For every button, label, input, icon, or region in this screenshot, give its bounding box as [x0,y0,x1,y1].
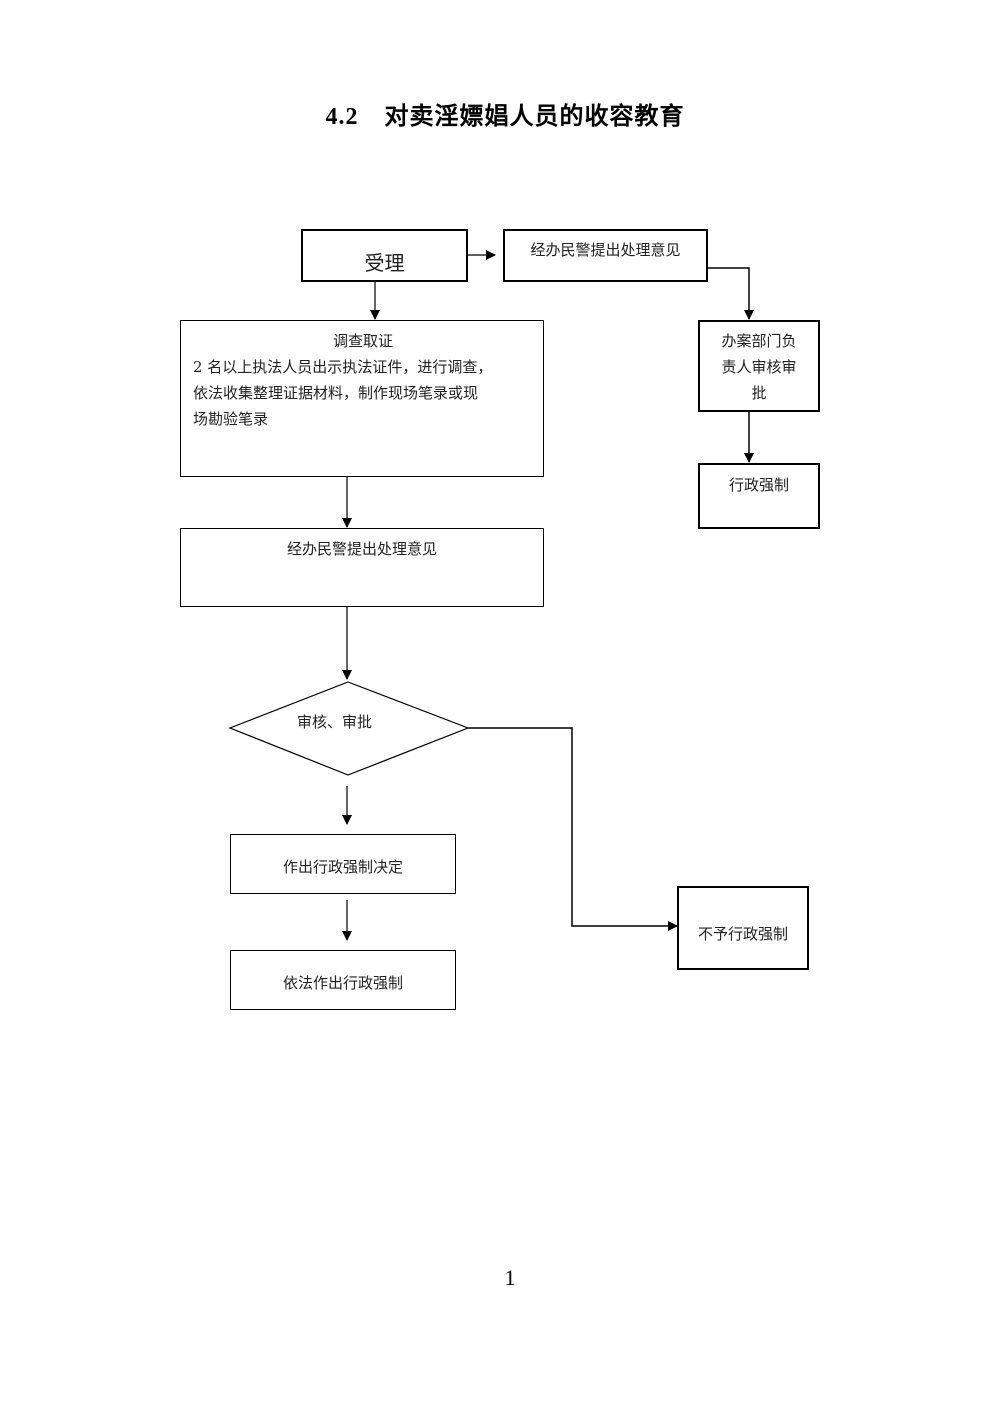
node-decision: 作出行政强制决定 [230,834,456,894]
node-investigation-line: 依法收集整理证据材料，制作现场笔录或现 [193,384,479,402]
node-investigation-line: 2 名以上执法人员出示执法证件，进行调查， [193,358,493,376]
node-officer-opinion-top-label: 经办民警提出处理意见 [530,241,681,259]
page-title: 4.2 对卖淫嫖娼人员的收容教育 [0,96,992,131]
node-accept-label: 受理 [364,251,405,275]
node-no-enforce: 不予行政强制 [677,886,809,970]
node-dept-review-line: 批 [751,384,767,402]
node-dept-review-line: 办案部门负 [721,332,797,350]
node-accept: 受理 [301,229,468,282]
node-decision-label: 作出行政强制决定 [282,858,403,876]
node-investigation-title: 调查取证 [332,332,393,350]
node-enforce-label: 行政强制 [728,476,789,494]
title-text: 对卖淫嫖娼人员的收容教育 [384,101,685,130]
node-enforce: 行政强制 [698,463,820,529]
node-execute: 依法作出行政强制 [230,950,456,1010]
page-number: 1 [504,1265,516,1290]
node-officer-opinion-label: 经办民警提出处理意见 [286,540,437,558]
node-investigation-line: 场勘验笔录 [193,410,269,428]
node-dept-review: 办案部门负 责人审核审 批 [698,320,820,412]
node-officer-opinion: 经办民警提出处理意见 [180,528,544,607]
node-investigation: 调查取证 2 名以上执法人员出示执法证件，进行调查， 依法收集整理证据材料，制作… [180,320,544,477]
review-diamond [228,681,470,776]
node-dept-review-line: 责人审核审 [721,358,797,376]
section-number: 4.2 [325,104,359,130]
arrow-review-to-no-enforce [468,727,678,931]
node-execute-label: 依法作出行政强制 [282,974,403,992]
node-officer-opinion-top: 经办民警提出处理意见 [503,229,708,282]
arrow-opinion-to-dept [707,267,754,320]
node-review-label: 审核、审批 [297,713,373,731]
node-no-enforce-label: 不予行政强制 [697,925,788,943]
